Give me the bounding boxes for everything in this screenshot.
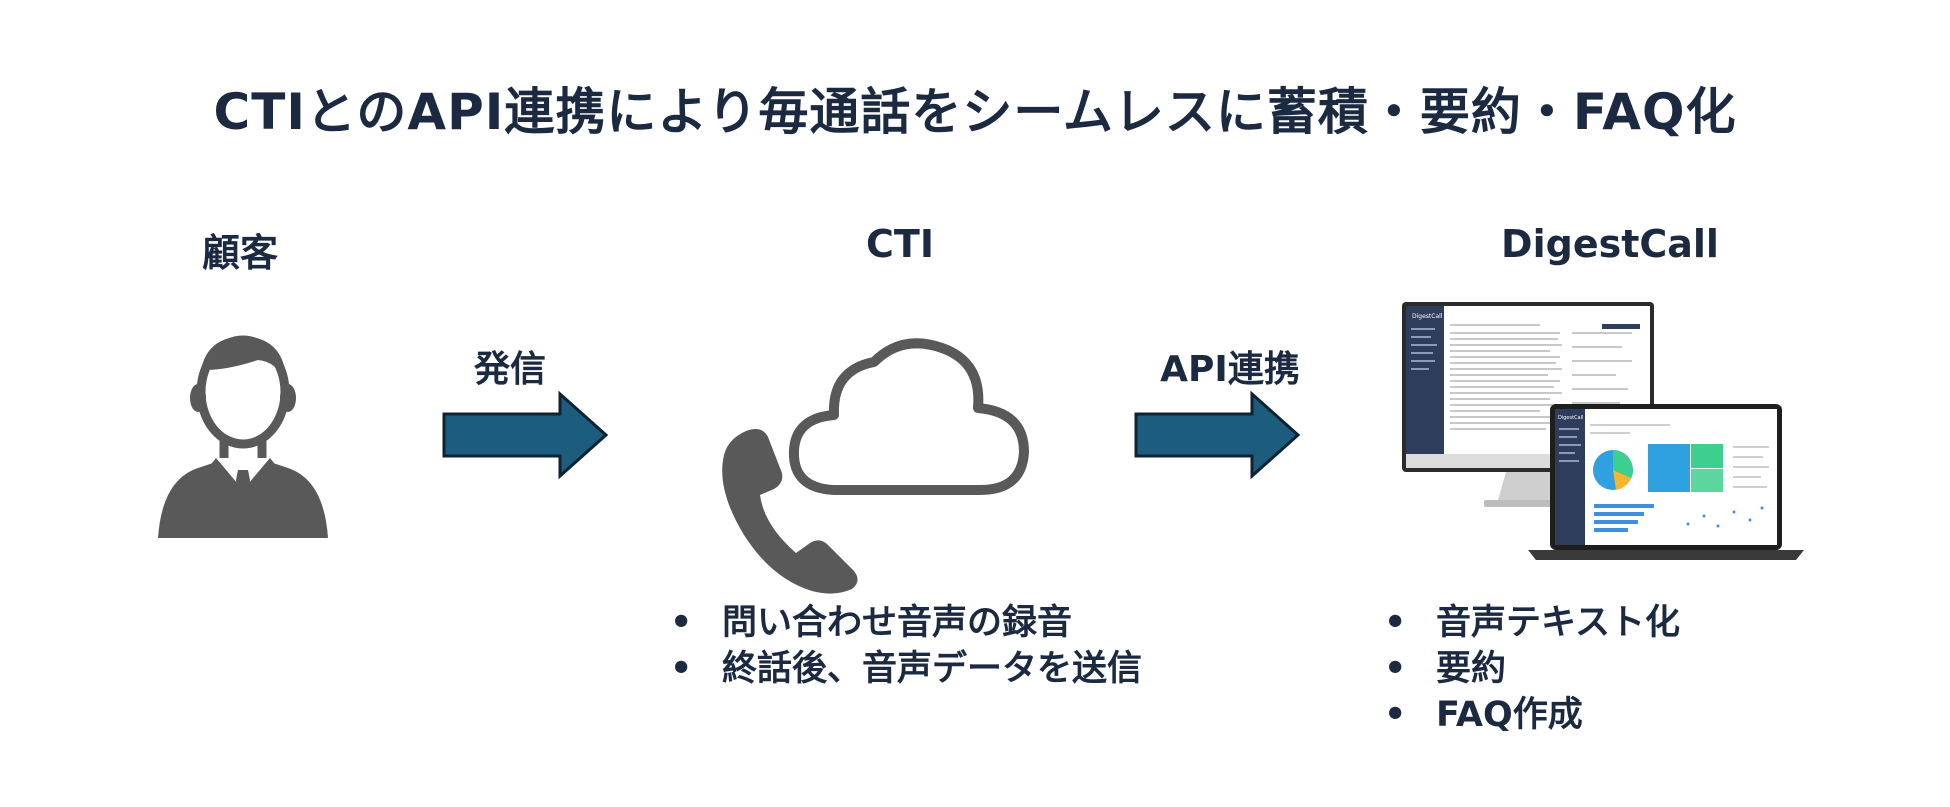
digestcall-bullet-list: 音声テキスト化 要約 FAQ作成 bbox=[1384, 600, 1680, 738]
digestcall-bullet-item: 音声テキスト化 bbox=[1384, 600, 1680, 646]
right-arrow-icon bbox=[1132, 390, 1302, 480]
cloud-icon bbox=[784, 330, 1034, 500]
arrow-label-call: 発信 bbox=[473, 349, 546, 390]
person-icon bbox=[158, 330, 328, 540]
digestcall-bullet-item: 要約 bbox=[1384, 646, 1680, 692]
customer-label: 顧客 bbox=[201, 231, 278, 275]
phone-icon bbox=[716, 425, 866, 595]
laptop-screenshot: DigestCall bbox=[1528, 404, 1804, 564]
monitor-logo: DigestCall bbox=[1412, 313, 1443, 320]
cti-bullet-list: 問い合わせ音声の録音 終話後、音声データを送信 bbox=[670, 600, 1142, 692]
digestcall-bullet-item: FAQ作成 bbox=[1384, 692, 1680, 738]
cti-bullet-item: 終話後、音声データを送信 bbox=[670, 646, 1142, 692]
cti-bullet-item: 問い合わせ音声の録音 bbox=[670, 600, 1142, 646]
arrow-label-api: API連携 bbox=[1160, 349, 1300, 390]
laptop-logo: DigestCall bbox=[1558, 415, 1583, 421]
cti-label: CTI bbox=[866, 222, 934, 266]
right-arrow-icon bbox=[440, 390, 610, 480]
page-title: CTIとのAPI連携により毎通話をシームレスに蓄積・要約・FAQ化 bbox=[213, 83, 1737, 141]
digestcall-label: DigestCall bbox=[1501, 222, 1719, 266]
